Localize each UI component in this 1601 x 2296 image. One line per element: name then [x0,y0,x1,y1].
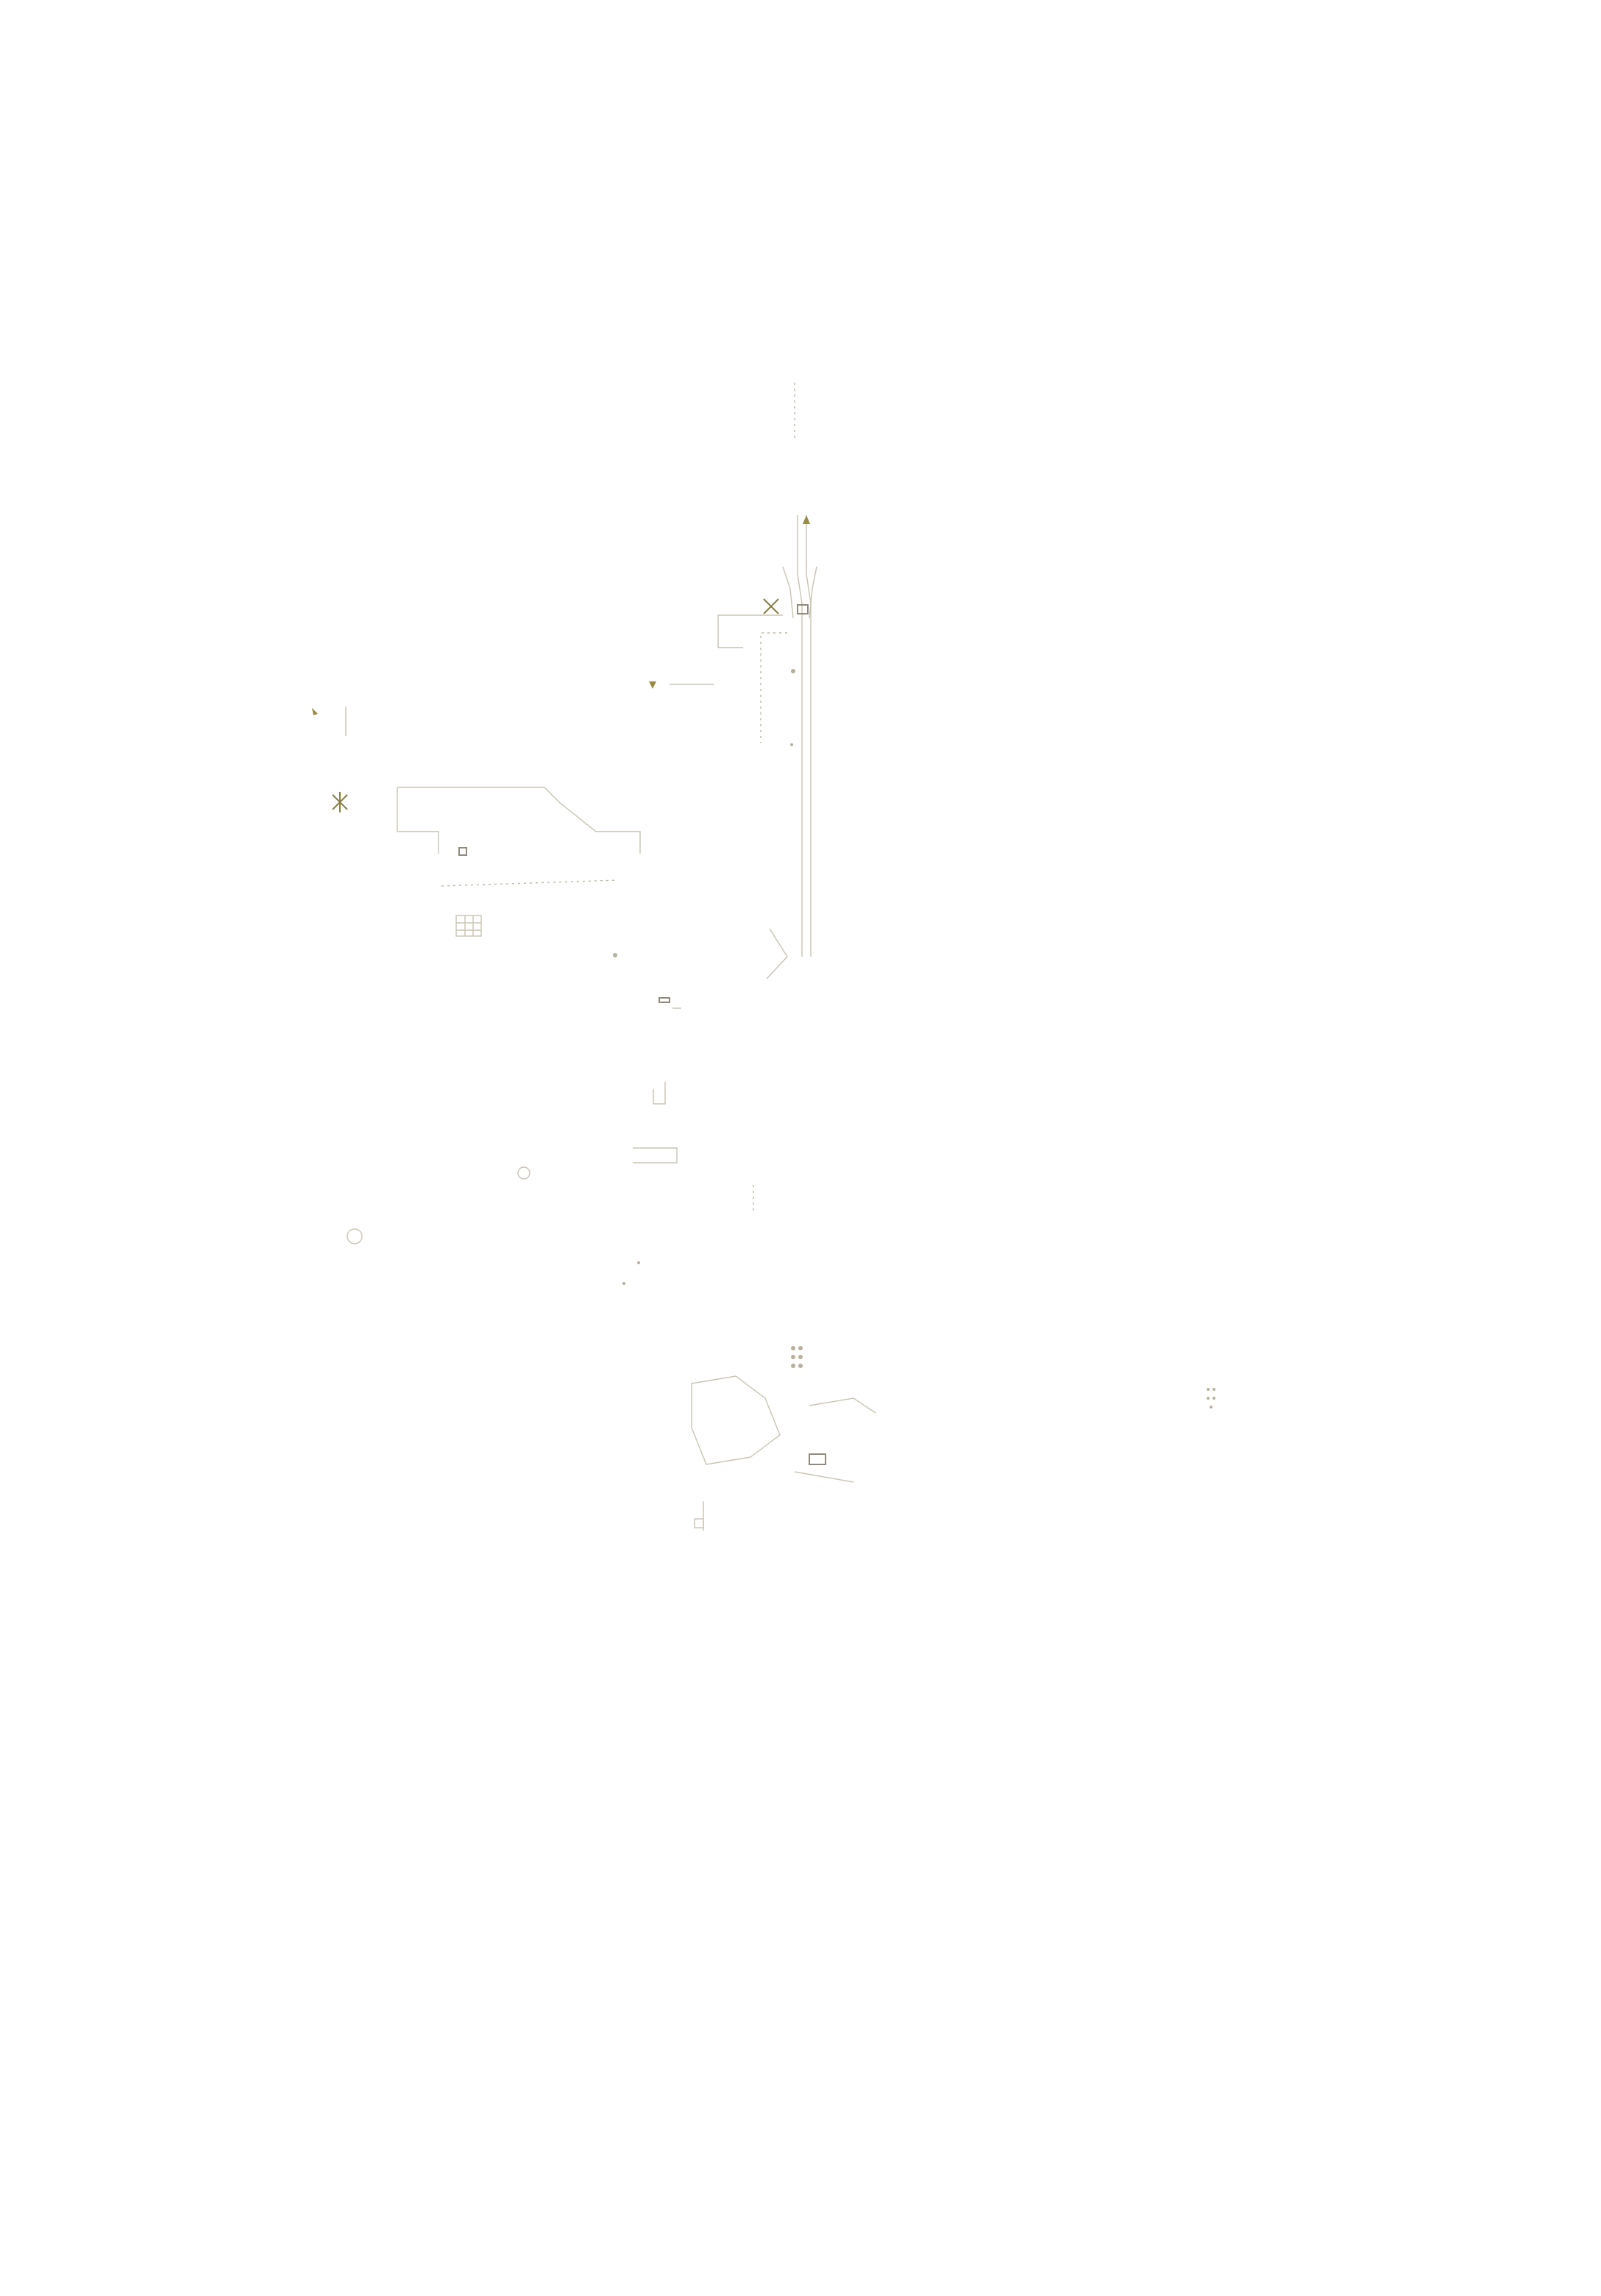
road-west-bend [397,787,439,854]
triangle-icon [312,708,318,715]
building-icon [458,847,467,856]
corridor-line-east [806,515,812,957]
east-marker [1207,1388,1215,1409]
spur-line-2 [809,566,817,619]
building-icon [797,604,809,614]
south-cluster [691,1346,1215,1531]
point-marker [637,1261,640,1264]
corridor-fork [766,928,788,979]
road-southeast [794,1471,854,1483]
triangle-icon [649,681,656,689]
grid-outline [455,915,482,937]
trail-west [760,632,787,743]
label-box [658,997,670,1003]
road-west-top [397,787,560,803]
star-icon [332,792,348,812]
ring-marker [517,1166,530,1180]
ring-marker [347,1228,363,1244]
grid-outline [694,1518,704,1528]
road-east [809,1397,876,1414]
cross-icon [763,598,779,614]
grid-lines [456,915,481,936]
spur-line-1 [782,566,794,619]
corridor-line-west [797,515,803,957]
point-marker [622,1282,625,1285]
point-marker [790,743,793,746]
west-cluster [312,706,641,957]
structure-outline [653,1082,666,1105]
north-corridor [649,383,817,979]
grid-block [455,915,482,937]
road-bend [717,615,743,648]
settlement-outline [691,1375,781,1465]
road-diagonal [558,801,641,854]
triangle-icon [803,515,810,524]
point-marker [613,953,617,957]
building-icon [809,1453,826,1465]
structure-block [633,1147,678,1163]
point-marker [791,669,795,673]
trail-south [441,879,619,887]
central-marks [347,997,754,1285]
dot-grid [791,1346,803,1368]
